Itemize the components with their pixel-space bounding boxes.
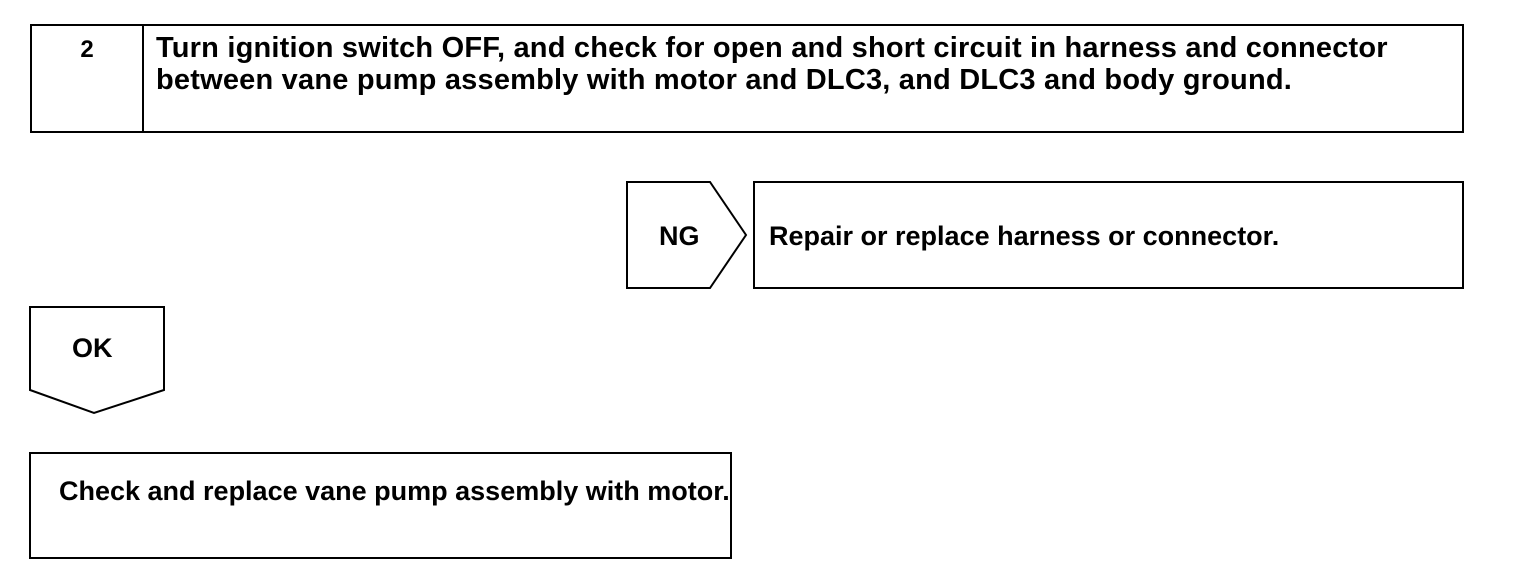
ng-arrow-tag [626,181,748,289]
ok-result-box: Check and replace vane pump assembly wit… [29,452,732,559]
step-instruction-text: Turn ignition switch OFF, and check for … [156,32,1388,96]
ng-label: NG [659,221,700,251]
step-number: 2 [32,26,144,131]
step-box: 2 Turn ignition switch OFF, and check fo… [30,24,1464,133]
ng-result-box: Repair or replace harness or connector. [753,181,1464,289]
ok-result-text: Check and replace vane pump assembly wit… [59,476,730,506]
ng-result-text: Repair or replace harness or connector. [769,221,1280,251]
ok-arrow-tag [29,306,165,415]
ok-label: OK [72,333,113,363]
